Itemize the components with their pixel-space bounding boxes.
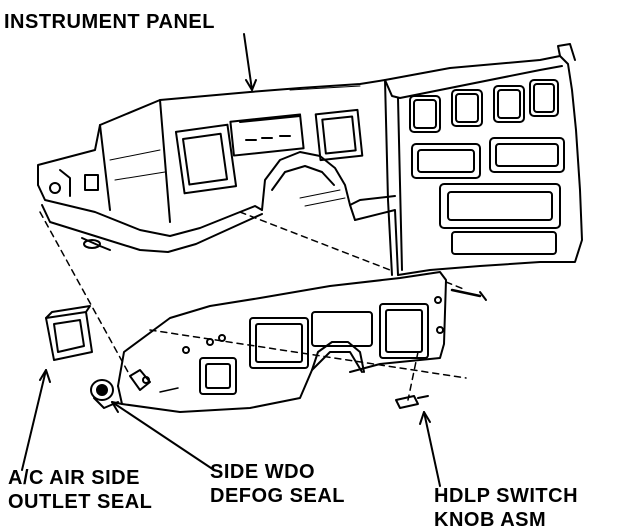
defog-seal-label-line2: DEFOG SEAL xyxy=(210,485,346,507)
ac-outlet-seal-label: A/C AIR SIDE OUTLET SEAL xyxy=(8,466,152,514)
defog-seal-label: SIDE WDO DEFOG SEAL xyxy=(210,460,345,508)
instrument-panel-label: INSTRUMENT PANEL xyxy=(4,11,215,33)
leader-lines xyxy=(21,33,441,487)
instrument-panel-part xyxy=(37,43,583,276)
hdlp-knob-label-line2: KNOB ASM xyxy=(434,509,547,531)
hdlp-knob-label: HDLP SWITCH KNOB ASM xyxy=(434,484,578,532)
ac-outlet-seal-label-line1: A/C AIR SIDE xyxy=(8,467,140,489)
defog-seal-label-line1: SIDE WDO xyxy=(210,461,316,483)
assembly-lines xyxy=(39,211,467,401)
cluster-bezel-part xyxy=(117,271,447,413)
hdlp-knob-label-line1: HDLP SWITCH xyxy=(434,485,579,507)
ac-outlet-seal-label-line2: OUTLET SEAL xyxy=(8,491,153,513)
ac-outlet-seal-part xyxy=(45,305,93,361)
